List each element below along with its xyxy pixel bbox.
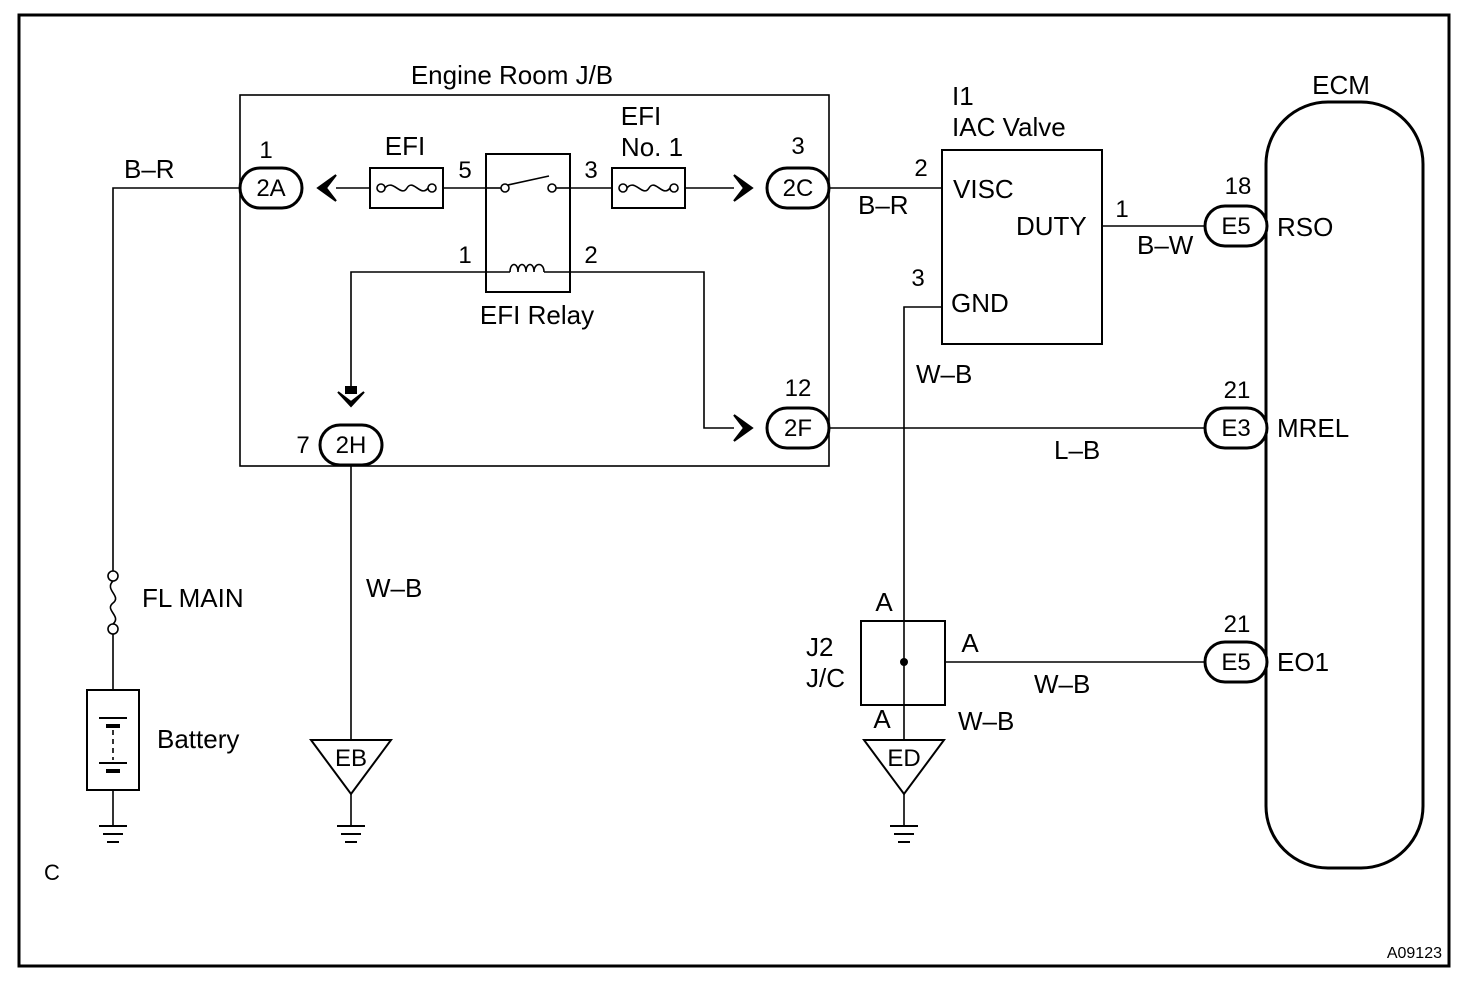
iac-pin-duty: 1 — [1115, 196, 1128, 223]
wire-label-battery: B–R — [124, 154, 175, 184]
relay-pin-3: 3 — [584, 157, 597, 184]
corner-label: C — [44, 860, 60, 885]
wire-label-visc: B–R — [858, 190, 909, 220]
fl-main-label: FL MAIN — [142, 583, 244, 613]
efi-relay-symbol — [485, 153, 571, 293]
efi-no1-label-line1: EFI — [621, 101, 661, 131]
efi-no1-label-line2: No. 1 — [621, 132, 683, 162]
ground-symbol-battery — [99, 825, 127, 843]
connector-e5-rso-pin: 18 — [1225, 173, 1252, 200]
connector-e3-mrel-id: E3 — [1221, 415, 1250, 442]
relay-pin-5: 5 — [458, 157, 471, 184]
ecm-box — [1264, 100, 1425, 870]
connector-2h-id: 2H — [336, 432, 367, 459]
connector-2f — [765, 406, 831, 450]
connector-e5-eo1-id: E5 — [1221, 649, 1250, 676]
ground-symbol-ed — [890, 825, 918, 843]
wire-label-jc-ground: W–B — [958, 706, 1014, 736]
battery-symbol — [86, 689, 140, 791]
efi-no1-fuse-symbol — [611, 167, 686, 209]
connector-e3-mrel-pin: 21 — [1224, 377, 1251, 404]
iac-valve-id: I1 — [952, 81, 974, 111]
ground-point-ed-label: ED — [887, 745, 920, 772]
connector-e5-rso — [1203, 204, 1269, 248]
connector-2a-pin: 1 — [259, 137, 272, 164]
engine-room-jb-title: Engine Room J/B — [411, 60, 613, 90]
connector-e5-rso-id: E5 — [1221, 213, 1250, 240]
connector-2h — [318, 423, 384, 467]
arrow-2f-icon — [733, 414, 754, 442]
connector-2a — [238, 166, 304, 210]
j2-pin-right: A — [961, 628, 979, 658]
connector-e3-mrel — [1203, 406, 1269, 450]
connector-2f-pin: 12 — [785, 375, 812, 402]
j2-pin-bottom: A — [873, 704, 891, 734]
figure-code: A09123 — [1387, 945, 1442, 962]
wire-gnd-j2 — [903, 306, 942, 742]
battery-label: Battery — [157, 724, 239, 754]
iac-valve-box — [941, 149, 1103, 345]
ecm-terminal-eo1: EO1 — [1277, 647, 1329, 677]
wire-label-eo1: W–B — [1034, 669, 1090, 699]
fl-main-fuse-symbol — [107, 570, 119, 635]
wire-relay-coil-2 — [570, 271, 734, 429]
iac-pin-gnd: 3 — [911, 265, 924, 292]
efi-fuse-symbol — [369, 167, 444, 209]
diagram-frame — [17, 13, 1451, 968]
iac-terminal-gnd: GND — [951, 288, 1009, 318]
connector-2h-pin: 7 — [296, 432, 309, 459]
efi-fuse-label: EFI — [385, 131, 425, 161]
ecm-terminal-mrel: MREL — [1277, 413, 1349, 443]
connector-2a-id: 2A — [256, 175, 285, 202]
connector-2f-id: 2F — [784, 415, 812, 442]
wire-label-relay-ground: W–B — [366, 573, 422, 603]
wire-relay-coil-1 — [350, 271, 486, 392]
ground-point-eb-label: EB — [335, 745, 367, 772]
wire-label-iac-gnd: W–B — [916, 359, 972, 389]
wire-label-rso: B–W — [1137, 230, 1194, 260]
arrow-2a-icon — [316, 174, 337, 202]
wire-label-mrel: L–B — [1054, 435, 1100, 465]
connector-e5-eo1-pin: 21 — [1224, 611, 1251, 638]
arrow-2h-stem-icon — [345, 386, 357, 394]
ground-point-eb — [309, 739, 393, 796]
iac-valve-name: IAC Valve — [952, 112, 1066, 142]
ecm-title: ECM — [1312, 70, 1370, 100]
iac-pin-visc: 2 — [914, 155, 927, 182]
ground-symbol-eb — [337, 825, 365, 843]
efi-relay-label: EFI Relay — [480, 300, 594, 330]
junction-connector-id: J2 — [806, 632, 833, 662]
relay-pin-2: 2 — [584, 242, 597, 269]
arrow-2c-icon — [733, 174, 754, 202]
arrow-2h-icon — [337, 391, 365, 408]
junction-connector-type: J/C — [806, 663, 845, 693]
ground-point-ed — [862, 739, 946, 796]
relay-pin-1: 1 — [458, 242, 471, 269]
connector-2c — [765, 166, 831, 210]
engine-room-jb-box — [239, 94, 830, 467]
wire-battery-b-r — [112, 187, 240, 572]
connector-2c-pin: 3 — [791, 133, 804, 160]
connector-2c-id: 2C — [783, 175, 814, 202]
ecm-terminal-rso: RSO — [1277, 212, 1333, 242]
j2-splice-dot — [900, 658, 908, 666]
iac-terminal-visc: VISC — [953, 174, 1014, 204]
j2-pin-top: A — [875, 587, 893, 617]
iac-terminal-duty: DUTY — [1016, 211, 1087, 241]
connector-e5-eo1 — [1203, 640, 1269, 684]
